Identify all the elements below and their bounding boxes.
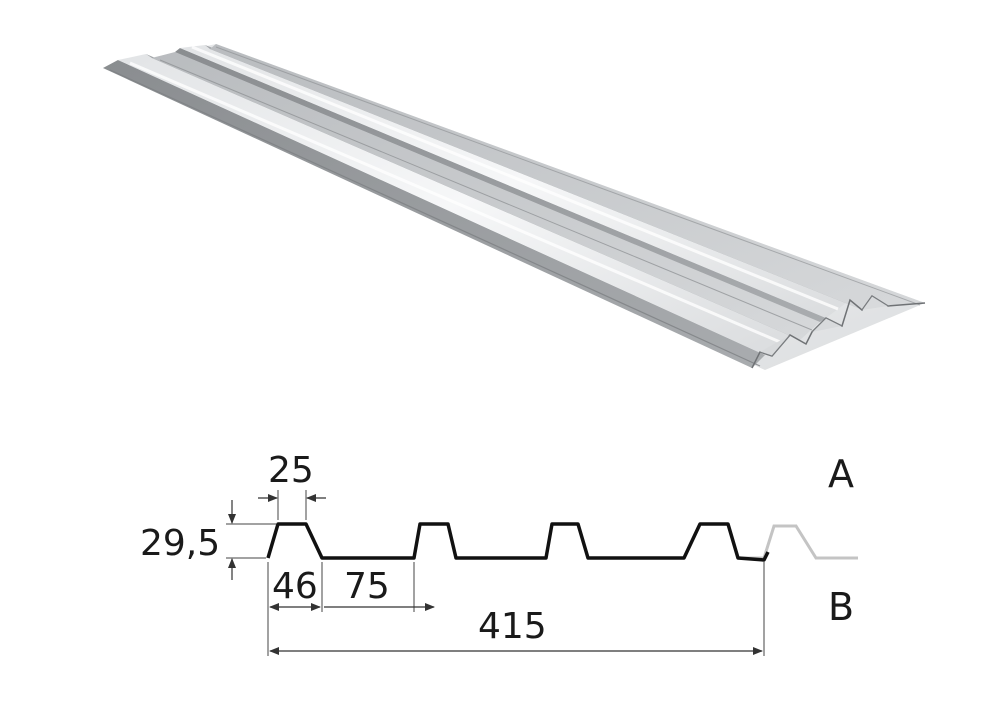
side-label-b: B: [828, 585, 854, 629]
dimension-top-width: 25: [258, 450, 326, 520]
dim-label-rib-base: 46: [272, 566, 318, 607]
sheet-rib-1: [103, 54, 800, 368]
dimension-height: 29,5: [140, 500, 276, 580]
dim-label-total-width: 415: [478, 606, 547, 647]
profile-outline: [266, 522, 770, 562]
sheet-valley-1: [152, 52, 820, 340]
dimension-rib-pitch: 75: [324, 562, 435, 612]
sheet-rib-2: [175, 45, 858, 322]
dim-label-rib-pitch: 75: [344, 566, 390, 607]
dimension-total-width: 415: [269, 562, 765, 656]
dimension-rib-base: 46: [267, 562, 323, 656]
trapezoidal-sheet-render: [103, 44, 926, 370]
cross-section-drawing: 25 29,5 46 75 415 A: [140, 450, 858, 656]
profile-overlap-ghost: [740, 524, 858, 560]
dim-label-height: 29,5: [140, 523, 220, 564]
dim-label-top-width: 25: [268, 450, 314, 491]
side-label-a: A: [828, 452, 854, 496]
